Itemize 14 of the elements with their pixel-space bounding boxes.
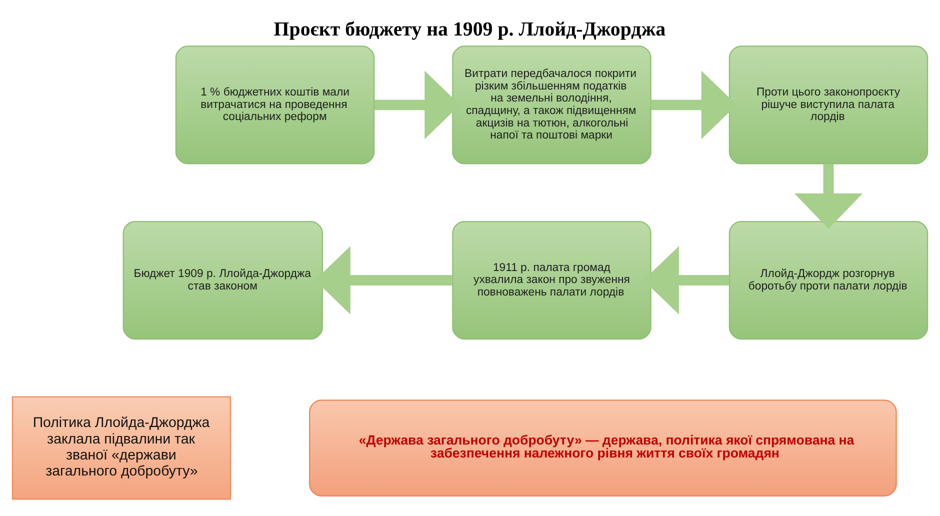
arrow bbox=[650, 70, 737, 140]
arrow bbox=[643, 246, 730, 314]
diagram-title: Проєкт бюджету на 1909 р. Ллойд-Джорджа bbox=[274, 18, 666, 41]
arrow bbox=[314, 246, 452, 314]
node-box: «Держава загального добробуту» — держава, політика якої спрямована на забезпечення належного рівня життя своїх громадян bbox=[309, 400, 897, 496]
node-box: Політика Ллойда-Джорджа заклала підвалини так званої «держави загального добробуту» bbox=[12, 396, 232, 500]
node-box: Проти цього законопроєкту рішуче виступила палата лордів bbox=[728, 46, 928, 164]
arrow bbox=[794, 164, 863, 229]
arrow bbox=[374, 70, 460, 140]
node-box: Бюджет 1909 р. Ллойда-Джорджа став законом bbox=[122, 220, 323, 340]
node-box: Витрати передбачалося покрити різким збільшенням податків на земельні володіння, спадщину, а також підвищенням акцизів на тютюн, алкогольні напої та поштові марки bbox=[452, 46, 652, 164]
node-box: 1911 р. палата громад ухвалила закон про звуження повноважень палати лордів bbox=[452, 220, 652, 340]
node-box: 1 % бюджетних коштів мали витрачатися на проведення соціальних реформ bbox=[175, 46, 375, 164]
node-box: Ллойд-Джордж розгорнув боротьбу проти палати лордів bbox=[728, 220, 928, 340]
